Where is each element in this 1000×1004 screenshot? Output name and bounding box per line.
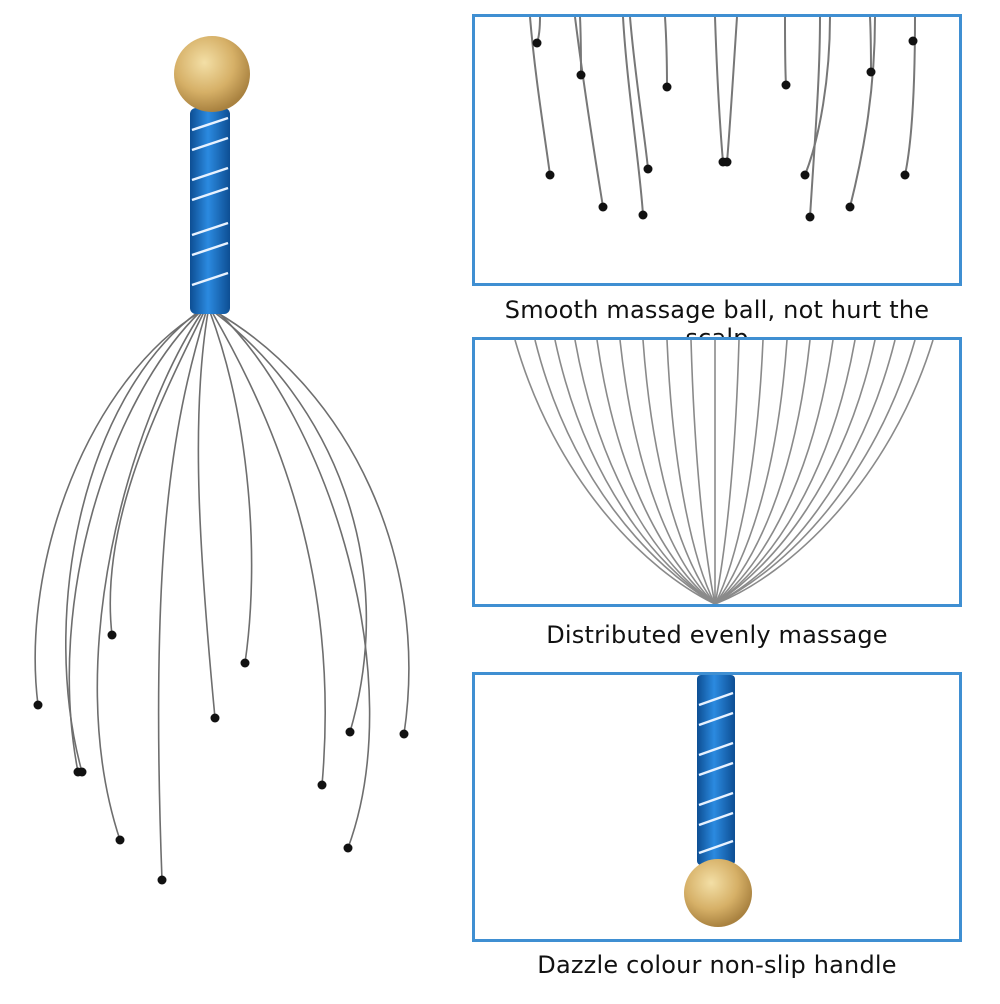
- tips-closeup-image: [529, 17, 918, 222]
- product-image: [0, 0, 460, 1000]
- panel-wires: [472, 337, 962, 607]
- handle-stripes: [191, 116, 229, 287]
- handle: [190, 108, 230, 314]
- scalp-massager-icon: [33, 36, 410, 885]
- handle-closeup-image: [684, 675, 752, 927]
- panel-tips: [472, 14, 962, 286]
- wires-closeup-image: [514, 340, 934, 604]
- wire-tips: [33, 630, 409, 885]
- wooden-ball: [174, 36, 250, 112]
- wire-prongs: [34, 311, 410, 881]
- caption-distributed: Distributed evenly massage: [546, 621, 888, 649]
- panel-handle: [472, 672, 962, 942]
- caption-handle: Dazzle colour non-slip handle: [537, 951, 897, 979]
